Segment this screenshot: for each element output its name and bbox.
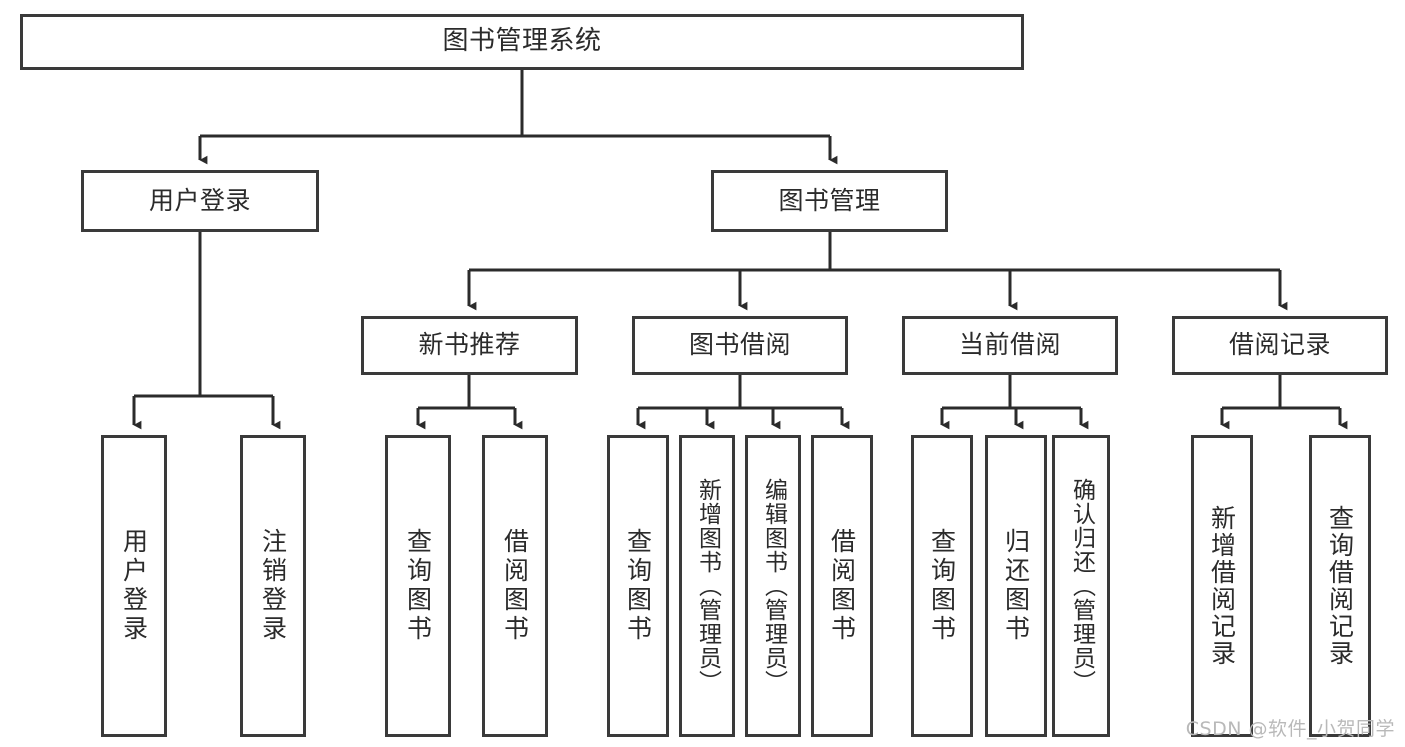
node-leaf-user-login-label: 用户登录 bbox=[119, 528, 149, 644]
node-leaf-add-borrow-record-label: 新增借阅记录 bbox=[1207, 505, 1237, 667]
node-leaf-user-login[interactable]: 用户登录 bbox=[101, 435, 167, 737]
node-book-borrow-label: 图书借阅 bbox=[688, 330, 791, 360]
node-leaf-query-books-current-label: 查询图书 bbox=[927, 528, 957, 644]
node-leaf-query-books-borrow[interactable]: 查询图书 bbox=[607, 435, 669, 737]
node-leaf-borrow-books-recommend[interactable]: 借阅图书 bbox=[482, 435, 548, 737]
node-leaf-add-book-admin[interactable]: 新增图书（管理员） bbox=[679, 435, 735, 737]
node-leaf-add-borrow-record[interactable]: 新增借阅记录 bbox=[1191, 435, 1253, 737]
node-leaf-query-borrow-record-label: 查询借阅记录 bbox=[1325, 505, 1355, 667]
node-leaf-add-book-admin-label: 新增图书（管理员） bbox=[694, 478, 721, 694]
node-user-login[interactable]: 用户登录 bbox=[81, 170, 319, 232]
node-leaf-query-books-recommend-label: 查询图书 bbox=[403, 528, 433, 644]
node-leaf-query-books-recommend[interactable]: 查询图书 bbox=[385, 435, 451, 737]
node-leaf-edit-book-admin[interactable]: 编辑图书（管理员） bbox=[745, 435, 801, 737]
node-leaf-edit-book-admin-label: 编辑图书（管理员） bbox=[760, 478, 787, 694]
node-book-borrow[interactable]: 图书借阅 bbox=[632, 316, 848, 375]
node-current-borrow[interactable]: 当前借阅 bbox=[902, 316, 1118, 375]
node-root[interactable]: 图书管理系统 bbox=[20, 14, 1024, 70]
node-leaf-borrow-books-borrow[interactable]: 借阅图书 bbox=[811, 435, 873, 737]
node-leaf-logout-label: 注销登录 bbox=[258, 528, 288, 644]
node-leaf-confirm-return-admin[interactable]: 确认归还（管理员） bbox=[1052, 435, 1110, 737]
node-book-management[interactable]: 图书管理 bbox=[711, 170, 948, 232]
node-leaf-query-books-borrow-label: 查询图书 bbox=[623, 528, 653, 644]
node-leaf-logout[interactable]: 注销登录 bbox=[240, 435, 306, 737]
node-book-management-label: 图书管理 bbox=[778, 185, 881, 215]
node-root-label: 图书管理系统 bbox=[442, 26, 602, 57]
node-leaf-confirm-return-admin-label: 确认归还（管理员） bbox=[1068, 478, 1095, 694]
node-leaf-return-books[interactable]: 归还图书 bbox=[985, 435, 1047, 737]
node-new-book-recommend-label: 新书推荐 bbox=[418, 330, 521, 360]
node-leaf-return-books-label: 归还图书 bbox=[1001, 528, 1031, 644]
node-borrow-record-label: 借阅记录 bbox=[1228, 330, 1331, 360]
node-current-borrow-label: 当前借阅 bbox=[958, 330, 1061, 360]
node-leaf-query-books-current[interactable]: 查询图书 bbox=[911, 435, 973, 737]
node-leaf-query-borrow-record[interactable]: 查询借阅记录 bbox=[1309, 435, 1371, 737]
node-new-book-recommend[interactable]: 新书推荐 bbox=[361, 316, 578, 375]
node-user-login-label: 用户登录 bbox=[148, 185, 251, 215]
csdn-watermark: CSDN @软件_小贺同学 bbox=[1185, 718, 1395, 740]
node-borrow-record[interactable]: 借阅记录 bbox=[1172, 316, 1388, 375]
node-leaf-borrow-books-recommend-label: 借阅图书 bbox=[500, 528, 530, 644]
node-leaf-borrow-books-borrow-label: 借阅图书 bbox=[827, 528, 857, 644]
